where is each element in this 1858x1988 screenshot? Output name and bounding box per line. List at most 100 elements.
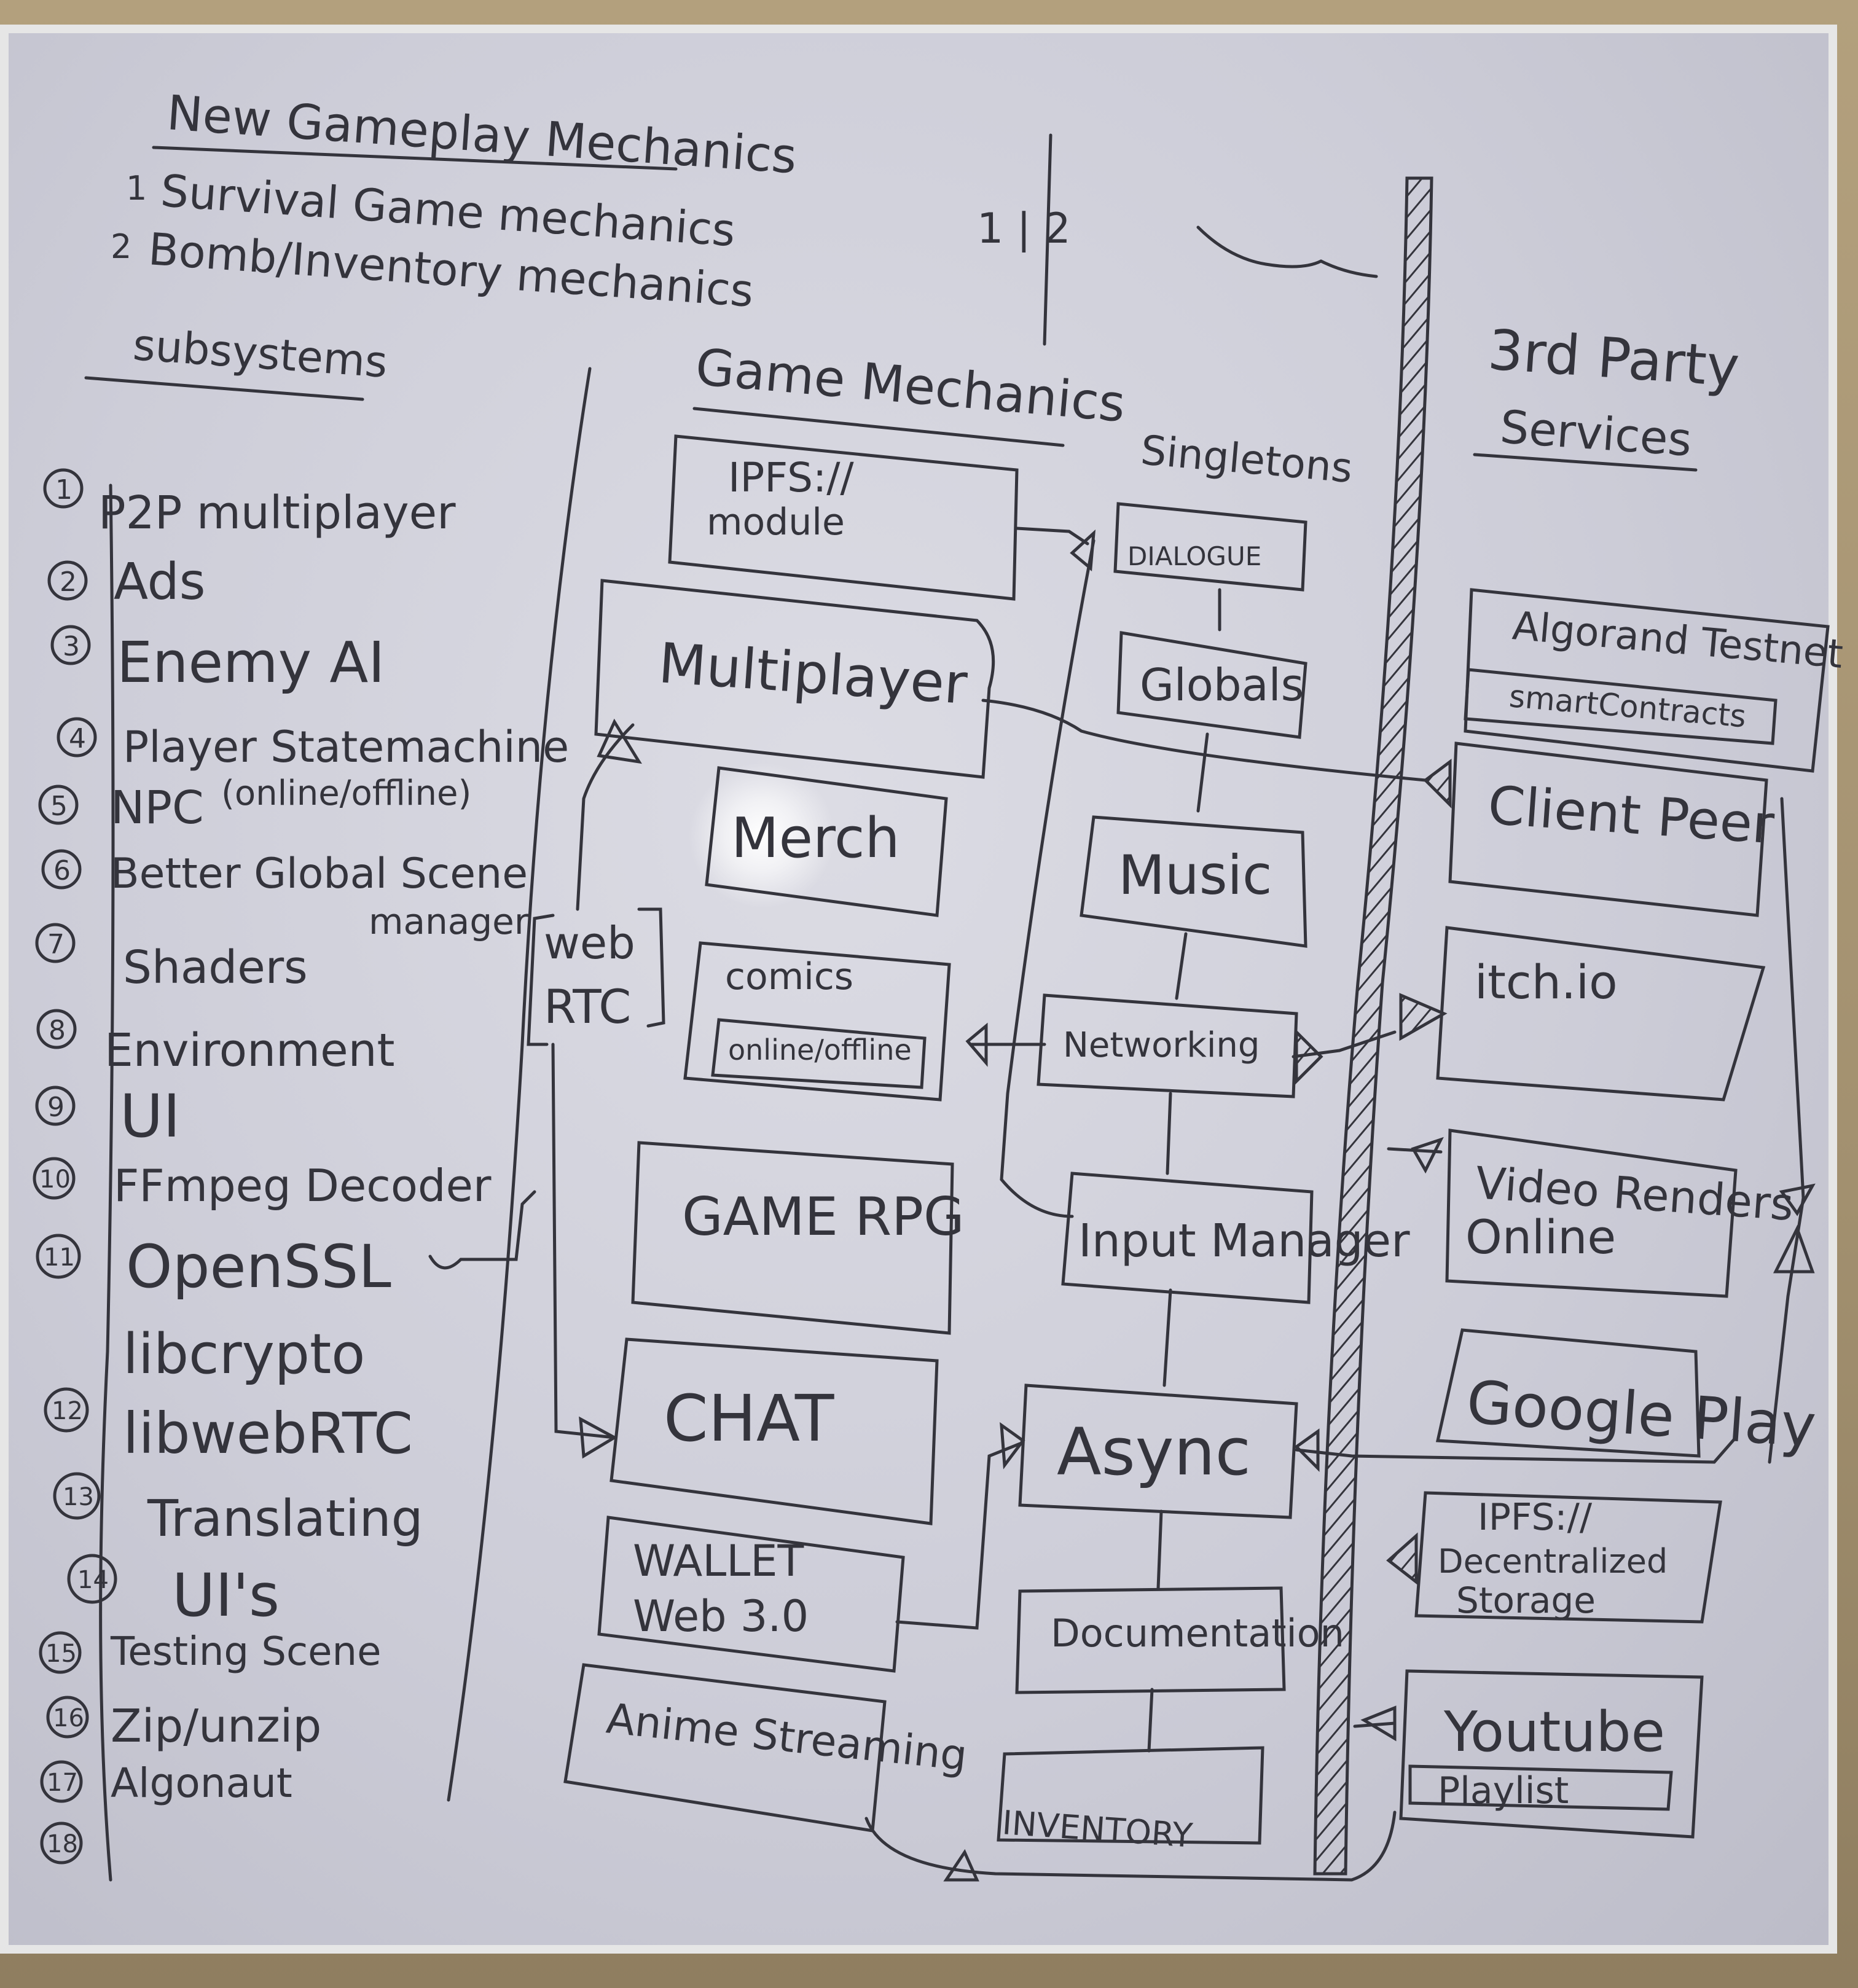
subsystem-num: 6	[53, 855, 71, 886]
arrowhead	[1386, 1532, 1418, 1586]
arrowhead	[1295, 1028, 1323, 1086]
singleton-label: Networking	[1063, 1025, 1260, 1065]
singleton-globals-box: Globals	[1116, 631, 1307, 739]
client-peer-box: Client Peer	[1448, 742, 1777, 917]
subsystem-num: 1	[55, 474, 73, 506]
subsystem-label: NPC	[111, 781, 204, 834]
multiplayer-box: Multiplayer	[594, 579, 995, 779]
subsystem-num: 12	[52, 1397, 83, 1425]
comics-line-1: comics	[725, 955, 853, 998]
webrtc-line-1: web	[544, 917, 635, 969]
subsystem-num: 4	[69, 723, 86, 754]
comics-box: comics online/offline	[683, 941, 951, 1102]
chat-label: CHAT	[664, 1381, 834, 1456]
game-mechanics-underline	[692, 407, 1065, 447]
itch-io-box: itch.io	[1436, 926, 1766, 1102]
subsystem-label: Player Statemachine	[123, 722, 569, 772]
subsystems-divider	[99, 483, 115, 1882]
squiggle	[1196, 225, 1378, 278]
corner-divider	[1043, 133, 1052, 346]
heading-title: New Gameplay Mechanics	[165, 85, 799, 184]
arrowhead	[965, 1022, 988, 1067]
client-peer-label: Client Peer	[1486, 775, 1777, 856]
ipfs-module-box: IPFS:// module	[668, 434, 1019, 601]
webrtc-line-2: RTC	[544, 979, 631, 1034]
subsystem-label: UI	[120, 1082, 181, 1151]
subsystem-num: 5	[50, 791, 68, 822]
chain-line	[1196, 732, 1209, 813]
subsystem-label: Better Global Scene	[111, 850, 528, 898]
webrtc-to-chat	[551, 1043, 616, 1439]
singleton-async-box: Async	[1018, 1383, 1298, 1519]
singletons-title: Singletons	[1139, 426, 1355, 492]
subsystem-item-14: 14 UI's	[67, 1554, 280, 1630]
subsystem-label: UI's	[172, 1561, 280, 1630]
subsystem-item-10: 10 FFmpeg Decoder	[33, 1157, 492, 1211]
chat-box: CHAT	[610, 1337, 939, 1525]
merch-label: Merch	[731, 806, 900, 871]
chain-line	[1162, 1288, 1172, 1387]
chain-line	[1175, 932, 1188, 1000]
subsystem-label: Environment	[104, 1024, 395, 1077]
youtube-line-2: Playlist	[1438, 1769, 1569, 1812]
heading-underline	[152, 146, 678, 171]
subsystem-item-8: 8 Environment	[36, 1009, 395, 1077]
singleton-label: Async	[1057, 1414, 1251, 1490]
game-mechanics-title: Game Mechanics	[693, 338, 1127, 434]
subsystem-label: P2P multiplayer	[98, 487, 456, 539]
subsystem-item-15: 15 Testing Scene	[39, 1629, 381, 1675]
subsystem-label-2: libcrypto	[123, 1322, 365, 1387]
wallet-line-2: Web 3.0	[633, 1591, 809, 1642]
merch-box: Merch	[705, 766, 948, 917]
subsystem-item-13: 13 Translating	[53, 1472, 423, 1548]
subsystem-num: 17	[47, 1769, 78, 1797]
subsystem-num: 10	[39, 1165, 71, 1194]
algorand-line-1: Algorand Testnet	[1511, 603, 1845, 678]
corner-note: 1 | 2	[977, 205, 1071, 253]
singleton-dialogue-box: DIALOGUE	[1113, 502, 1307, 592]
anime-to-youtube	[864, 1810, 1397, 1882]
third-party-underline	[1473, 453, 1698, 472]
subsystem-label: Testing Scene	[110, 1629, 381, 1675]
ipfs-module-line-2: module	[707, 501, 845, 544]
subsystem-num: 9	[47, 1092, 65, 1123]
subsystem-num: 2	[60, 566, 77, 598]
video-renders-line-2: Online	[1465, 1210, 1616, 1264]
connector	[1353, 1721, 1397, 1728]
singleton-music-box: Music	[1080, 815, 1307, 948]
ipfs-storage-line-1: IPFS://	[1478, 1496, 1593, 1539]
subsystem-label: Translating	[147, 1490, 423, 1548]
singleton-label: DIALOGUE	[1127, 541, 1261, 571]
subsystem-num: 14	[77, 1566, 109, 1594]
chain-line	[1156, 1509, 1163, 1590]
arrowhead	[1000, 1422, 1025, 1469]
subsystem-note: (online/offline)	[221, 773, 471, 813]
arrowhead	[1779, 1183, 1816, 1216]
singleton-label: Documentation	[1051, 1611, 1344, 1656]
subsystem-num: 18	[47, 1830, 78, 1858]
dialogue-to-input	[1000, 539, 1096, 1218]
multiplayer-to-client-peer	[981, 699, 1427, 782]
subsystem-num: 11	[44, 1243, 75, 1272]
subsystem-label: Ads	[114, 553, 205, 611]
singleton-documentation-box: Documentation	[1015, 1586, 1344, 1694]
subsystem-item-16: 16 Zip/unzip	[46, 1696, 321, 1753]
subsystem-num: 15	[45, 1640, 77, 1668]
anime-streaming-box: Anime Streaming	[563, 1663, 970, 1833]
arrowhead	[1399, 993, 1448, 1041]
subsystem-item-11: 11 OpenSSL libcrypto	[36, 1232, 391, 1387]
arrowhead	[1411, 1137, 1444, 1174]
subsystem-item-18: 18	[40, 1822, 83, 1865]
third-party-title-1: 3rd Party	[1486, 318, 1741, 399]
webrtc-label: web RTC	[527, 907, 665, 1046]
subsystems-title: subsystems	[131, 319, 390, 388]
comics-line-2: online/offline	[728, 1033, 912, 1066]
arrowhead	[943, 1849, 979, 1882]
subsystem-item-2: 2 Ads	[47, 553, 205, 611]
singleton-inventory-box: INVENTORY	[997, 1746, 1264, 1855]
subsystem-item-3: 3 Enemy AI	[50, 625, 385, 695]
subsystems-list: 1 P2P multiplayer 2 Ads 3 Enemy AI 4 Pla…	[33, 468, 569, 1865]
subsystems-underline	[84, 376, 364, 401]
youtube-line-1: Youtube	[1443, 1700, 1665, 1764]
subsystem-item-9: 9 UI	[35, 1082, 181, 1151]
